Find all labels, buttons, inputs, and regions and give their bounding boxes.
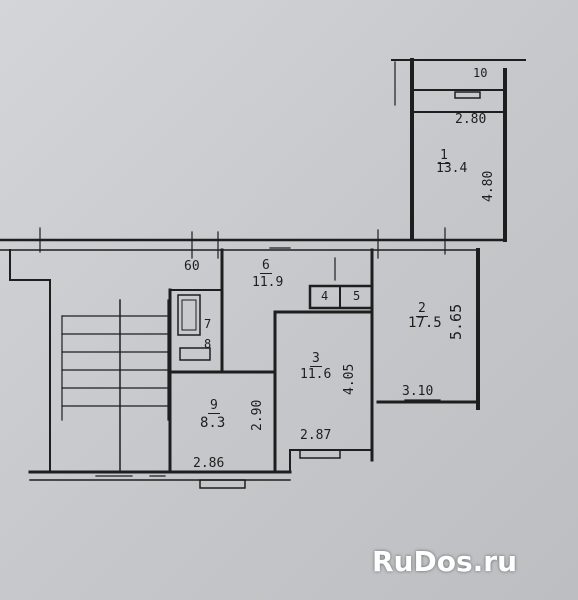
stairwell-wall [9, 249, 51, 473]
door-mark [299, 449, 341, 459]
room-area: 17.5 [408, 315, 442, 331]
bathtub [177, 294, 201, 336]
bathtub [181, 299, 197, 331]
room-area: 11.9 [252, 275, 284, 290]
room-number: 9 [208, 398, 220, 414]
dimension-label: 4.05 [342, 363, 357, 395]
dimension-label: 2.86 [193, 456, 225, 471]
dimension-label: 5.65 [447, 303, 465, 340]
room-number: 1 [438, 148, 450, 164]
door-mark [199, 479, 246, 489]
dimension-label: 2.87 [300, 428, 332, 443]
dimension-label: 60 [184, 259, 200, 274]
small-room-number: 10 [473, 66, 488, 80]
window-mark [95, 239, 496, 477]
site-watermark: RuDos.ru [372, 545, 518, 578]
room-number: 3 [310, 351, 322, 367]
dimension-label: 2.80 [455, 112, 487, 127]
sink [179, 347, 211, 361]
small-room-number: 4 [321, 289, 329, 303]
small-room-number: 7 [204, 317, 212, 331]
room-number: 6 [260, 258, 272, 274]
room-number: 2 [416, 301, 428, 317]
room-area: 8.3 [200, 415, 226, 431]
interior-wall [308, 284, 374, 310]
small-room-number: 5 [353, 289, 361, 303]
room-area: 13.4 [436, 161, 468, 176]
small-room-number: 8 [204, 337, 212, 351]
room-area: 11.6 [300, 367, 332, 382]
dimension-label: 4.80 [481, 170, 496, 202]
dimension-label: 2.90 [250, 399, 265, 431]
stair-steps [61, 299, 169, 421]
dimension-label: 3.10 [402, 384, 434, 399]
dimension-ticks [39, 61, 446, 281]
door-mark [454, 91, 481, 99]
